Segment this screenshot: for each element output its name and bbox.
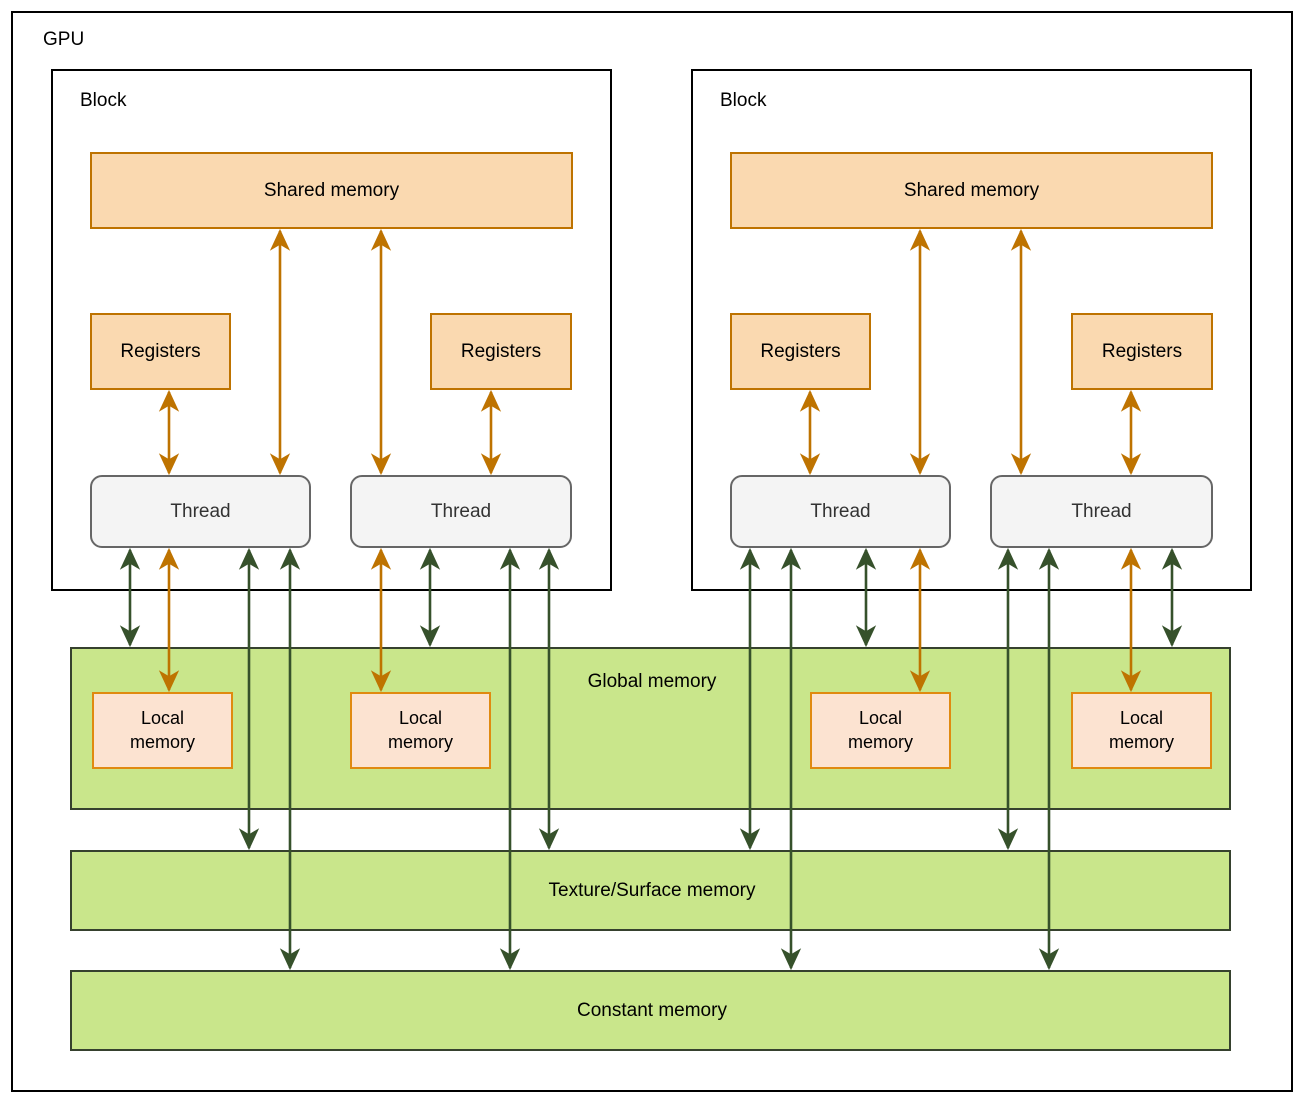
registers-2-label: Registers: [460, 340, 542, 362]
texture-surface-memory[interactable]: [70, 850, 1231, 931]
shared-memory-block-2-label: Shared memory: [903, 179, 1040, 201]
block-2-label: Block: [720, 90, 767, 111]
shared-memory-block-2[interactable]: Shared memory: [730, 152, 1213, 229]
block-1-label: Block: [80, 90, 127, 111]
gpu-label: GPU: [43, 29, 85, 50]
thread-3-label: Thread: [810, 500, 871, 522]
registers-3[interactable]: Registers: [730, 313, 871, 390]
thread-3[interactable]: Thread: [730, 475, 951, 548]
gpu-container: [11, 11, 1293, 1092]
registers-4[interactable]: Registers: [1071, 313, 1213, 390]
thread-4[interactable]: Thread: [990, 475, 1213, 548]
shared-memory-block-1-label: Shared memory: [263, 179, 400, 201]
block-2-container: [691, 69, 1252, 591]
global-memory-label: Global memory: [587, 671, 717, 692]
registers-2[interactable]: Registers: [430, 313, 572, 390]
shared-memory-block-1[interactable]: Shared memory: [90, 152, 573, 229]
thread-1[interactable]: Thread: [90, 475, 311, 548]
block-1-container: [51, 69, 612, 591]
thread-4-label: Thread: [1071, 500, 1132, 522]
constant-memory[interactable]: [70, 970, 1231, 1051]
thread-2[interactable]: Thread: [350, 475, 572, 548]
constant-memory-label: Constant memory: [577, 1000, 727, 1021]
texture-surface-memory-label: Texture/Surface memory: [548, 880, 756, 901]
registers-3-label: Registers: [760, 340, 841, 362]
registers-1-label: Registers: [120, 340, 201, 362]
global-memory[interactable]: [70, 647, 1231, 810]
registers-1[interactable]: Registers: [90, 313, 231, 390]
thread-2-label: Thread: [430, 500, 492, 522]
registers-4-label: Registers: [1101, 340, 1183, 362]
thread-1-label: Thread: [170, 500, 231, 522]
